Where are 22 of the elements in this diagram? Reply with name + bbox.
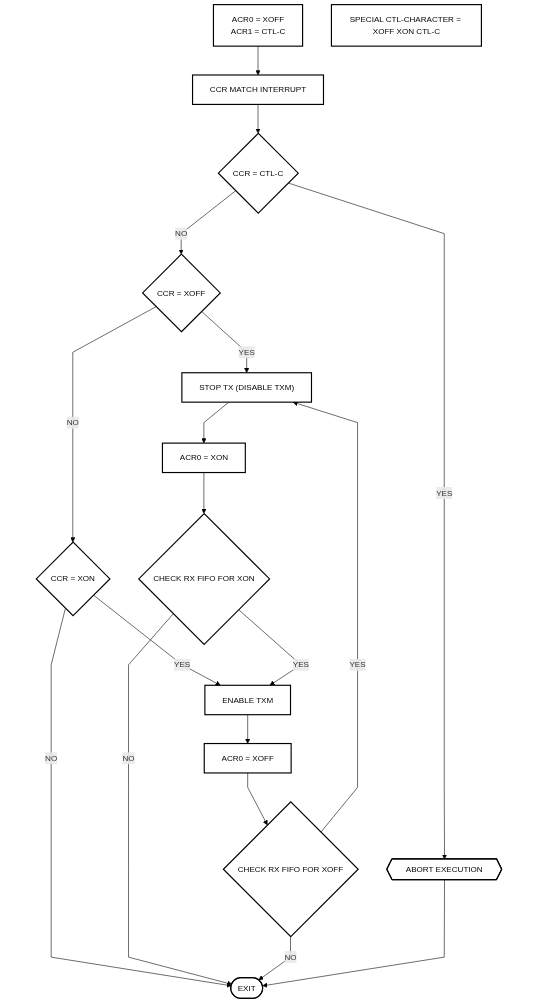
edge-label: NO	[284, 952, 297, 962]
node-box: ACR0 = XOFF ACR1 = CTL-C	[212, 4, 304, 47]
node-diamond: CCR = XOFF	[141, 253, 222, 333]
edge-label: YES	[349, 659, 366, 670]
node-box: ENABLE TXM	[204, 684, 292, 716]
edge-label: NO	[122, 753, 135, 763]
node-box: CCR MATCH INTERRUPT	[192, 74, 325, 105]
node-diamond: CHECK RX FIFO FOR XON	[137, 512, 271, 646]
node-box: ACR0 = XON	[161, 442, 246, 474]
node-box: STOP TX (DISABLE TXM)	[181, 372, 313, 403]
edge-label: NO	[66, 417, 79, 427]
node-box: SPECIAL CTL-CHARACTER = XOFF XON CTL-C	[330, 4, 482, 47]
edge-label: YES	[436, 488, 453, 498]
node-diamond: CCR = CTL-C	[217, 132, 300, 214]
edge-label: YES	[174, 659, 191, 670]
edge-label: NO	[175, 228, 188, 238]
edge-label: YES	[292, 659, 309, 670]
edge-label: NO	[45, 753, 58, 763]
node-diamond: CCR = XON	[35, 541, 111, 617]
node-box: ACR0 = XOFF	[203, 742, 292, 774]
node-diamond: CHECK RX FIFO FOR XOFF	[222, 801, 360, 938]
edge-label: YES	[238, 347, 255, 357]
